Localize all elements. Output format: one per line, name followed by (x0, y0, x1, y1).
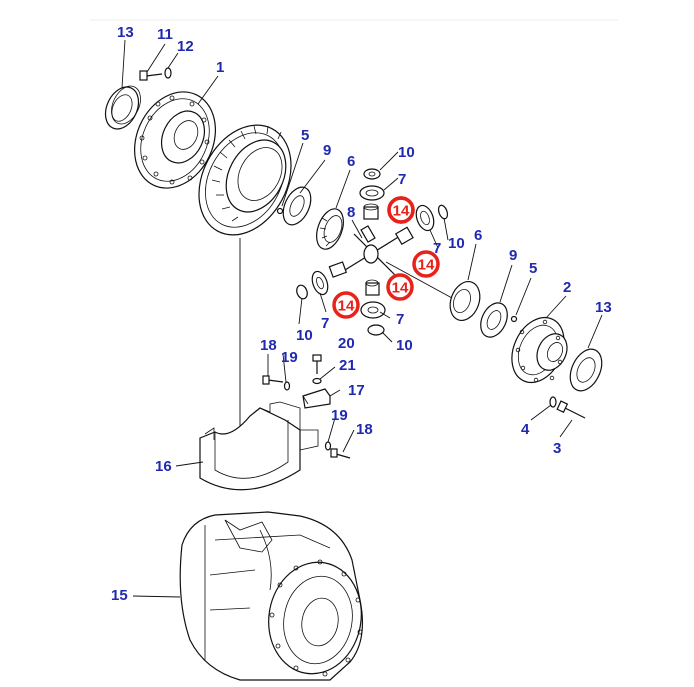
bolt-18-upper (262, 375, 284, 385)
pin-5-left (276, 207, 284, 215)
case-1 (133, 91, 217, 189)
bracket-17 (302, 388, 331, 409)
pin-5-right (510, 315, 518, 323)
washer-10-left (296, 284, 308, 300)
callout-8[interactable]: 8 (347, 204, 355, 221)
highlight-14-c[interactable]: 14 (386, 273, 414, 301)
callout-10-top[interactable]: 10 (398, 144, 415, 161)
pinion-7-top (359, 185, 385, 201)
guard-16 (199, 401, 319, 491)
washer-19-upper (283, 381, 291, 391)
spider-8 (344, 225, 401, 277)
callout-12[interactable]: 12 (177, 38, 194, 55)
highlight-14-d-label: 14 (338, 298, 355, 315)
bolt-11 (139, 70, 163, 81)
callout-7-top[interactable]: 7 (398, 171, 406, 188)
callout-7-right[interactable]: 7 (433, 240, 441, 257)
washer-21 (312, 377, 322, 385)
bolt-20 (312, 354, 322, 374)
bearing-13-left (104, 85, 141, 130)
pinion-7-right (415, 204, 435, 232)
pinion-7-bottom (360, 301, 386, 319)
callout-labels: 13 11 12 1 5 9 6 10 7 8 7 10 6 9 5 2 13 … (111, 24, 612, 604)
callout-9-right[interactable]: 9 (509, 247, 517, 264)
shim-9-right (480, 302, 508, 338)
shim-9-left (282, 186, 312, 226)
leader-lines (121, 39, 603, 598)
callout-18-lower[interactable]: 18 (356, 421, 373, 438)
bolt-3 (556, 400, 586, 419)
callout-11[interactable]: 11 (157, 26, 173, 43)
washer-12 (164, 67, 172, 79)
callout-6-left[interactable]: 6 (347, 153, 355, 170)
callout-13-right[interactable]: 13 (595, 299, 612, 316)
callout-6-right[interactable]: 6 (474, 227, 482, 244)
pinion-7-left (311, 270, 329, 296)
washer-10-bottom (367, 324, 385, 336)
callout-19-upper[interactable]: 19 (281, 349, 298, 366)
callout-21[interactable]: 21 (339, 357, 356, 374)
bushing-bottom (365, 279, 380, 296)
axis-line-right (385, 261, 453, 299)
side-gear-6-right (449, 281, 481, 321)
callout-10-right[interactable]: 10 (448, 235, 465, 252)
callout-3[interactable]: 3 (553, 440, 561, 457)
callout-4[interactable]: 4 (521, 421, 530, 438)
callout-10-left[interactable]: 10 (296, 327, 313, 344)
callout-9-left[interactable]: 9 (323, 142, 331, 159)
highlight-14-b-label: 14 (418, 257, 435, 274)
callout-13-left[interactable]: 13 (117, 24, 134, 41)
callout-16[interactable]: 16 (155, 458, 172, 475)
ring-gear (198, 124, 292, 236)
callout-15[interactable]: 15 (111, 587, 128, 604)
side-gear-6-left (316, 208, 344, 250)
callout-2[interactable]: 2 (563, 279, 571, 296)
highlight-14-a-label: 14 (393, 203, 410, 220)
washer-10-top (363, 168, 381, 180)
callout-19-lower[interactable]: 19 (331, 407, 348, 424)
bushing-right (394, 226, 414, 246)
callout-7-left[interactable]: 7 (321, 315, 329, 332)
highlight-markers: 14 14 14 14 14 (332, 196, 440, 319)
callout-5-right[interactable]: 5 (529, 260, 537, 277)
callout-7-bottom[interactable]: 7 (396, 311, 404, 328)
highlight-14-d[interactable]: 14 (332, 291, 360, 319)
highlight-14-b[interactable]: 14 (412, 250, 440, 278)
callout-17[interactable]: 17 (348, 382, 365, 399)
callout-5-left[interactable]: 5 (301, 127, 309, 144)
axle-housing-15 (179, 511, 364, 681)
callout-20[interactable]: 20 (338, 335, 355, 352)
bushing-top (363, 203, 379, 220)
bolt-18-lower (330, 448, 351, 459)
callout-1[interactable]: 1 (216, 59, 224, 76)
callout-18-upper[interactable]: 18 (260, 337, 277, 354)
washer-10-right (437, 204, 449, 220)
washer-19-lower (324, 441, 332, 451)
highlight-14-c-label: 14 (392, 280, 409, 297)
washer-4 (549, 396, 557, 408)
bearing-13-right (569, 348, 603, 392)
highlight-14-top[interactable] (387, 196, 415, 224)
case-2 (511, 316, 568, 384)
callout-10-bottom[interactable]: 10 (396, 337, 413, 354)
bushing-left (328, 261, 348, 278)
